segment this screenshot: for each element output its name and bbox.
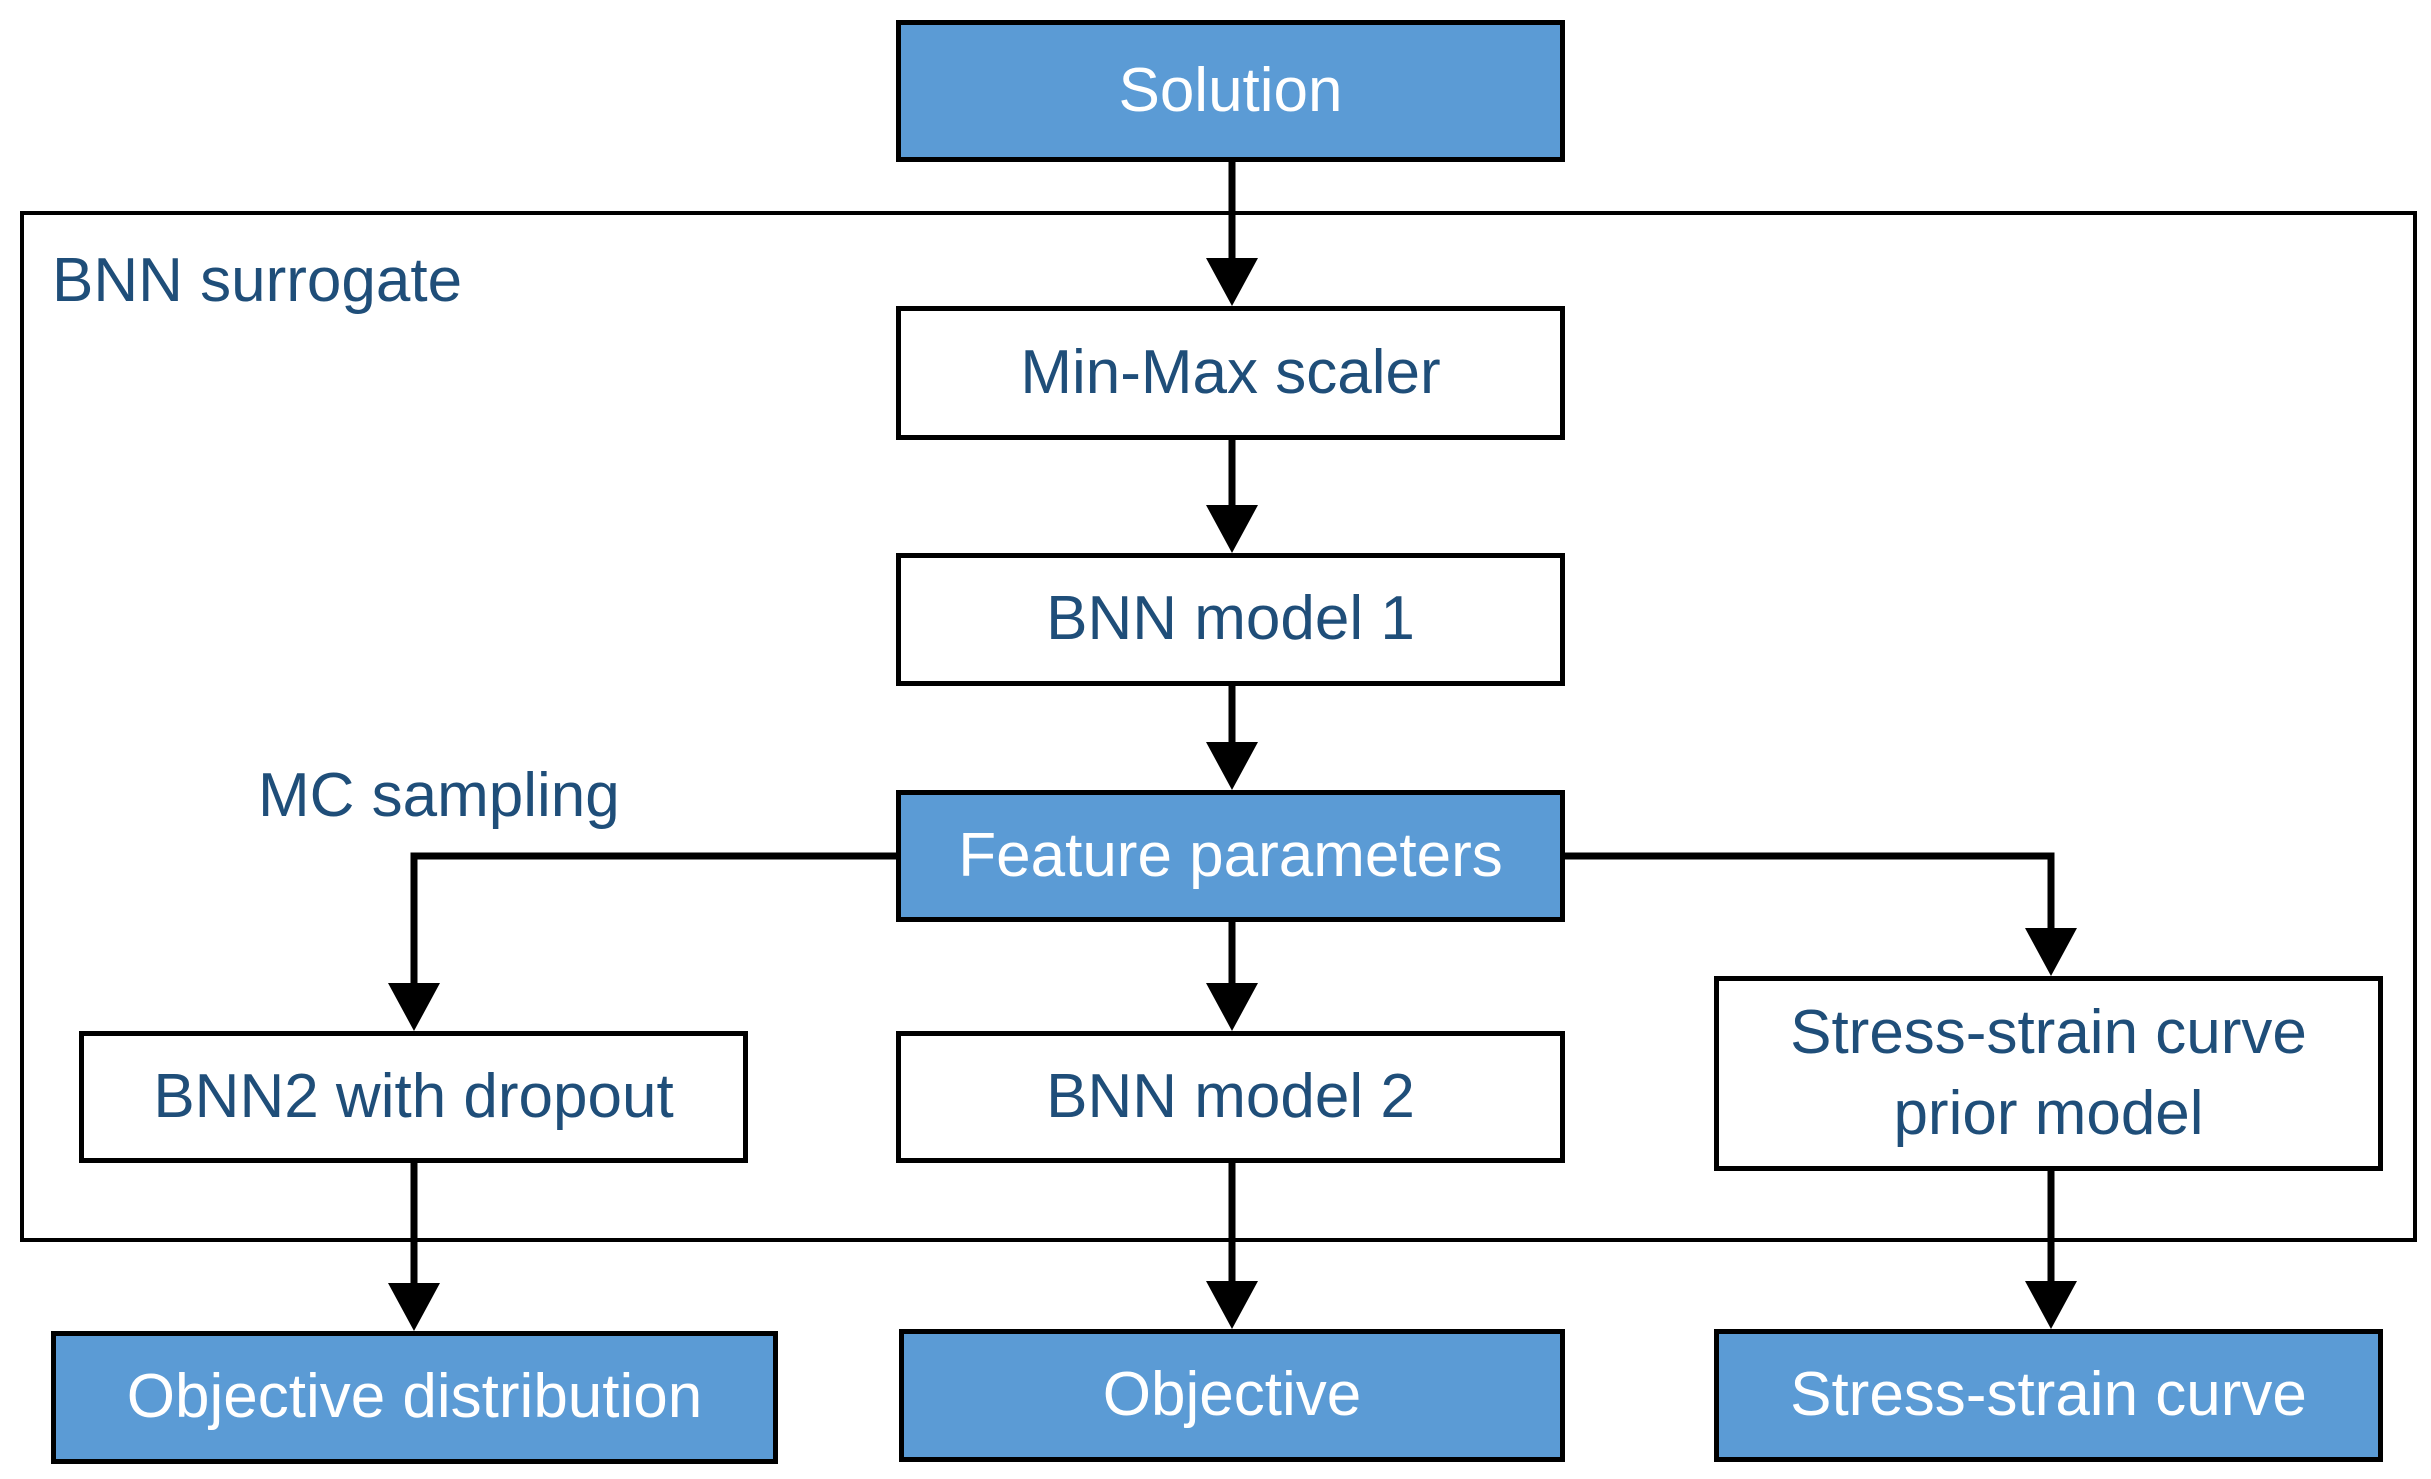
arrowhead-features-to-prior — [2025, 928, 2077, 976]
stress-strain-prior-node-label: Stress-strain curve prior model — [1790, 997, 2307, 1148]
bnn2-with-dropout-node: BNN2 with dropout — [79, 1031, 748, 1163]
solution-node: Solution — [896, 20, 1565, 162]
arrowhead-scaler-to-model1 — [1206, 505, 1258, 553]
bnn-model-2-node-label: BNN model 2 — [1046, 1061, 1415, 1131]
solution-node-label: Solution — [1118, 55, 1343, 125]
arrowhead-prior-to-curve — [2025, 1281, 2077, 1329]
stress-strain-curve-node-label: Stress-strain curve — [1790, 1360, 2307, 1430]
arrowhead-model2-to-objective — [1206, 1281, 1258, 1329]
branch-label: MC sampling — [258, 761, 620, 830]
arrowhead-model1-to-features — [1206, 742, 1258, 790]
feature-parameters-node-label: Feature parameters — [958, 820, 1503, 890]
arrowhead-features-to-model2 — [1206, 983, 1258, 1031]
bnn-surrogate-group — [20, 211, 2417, 1242]
group-label: BNN surrogate — [52, 246, 463, 315]
arrowhead-solution-to-scaler — [1206, 258, 1258, 306]
objective-distribution-node: Objective distribution — [51, 1331, 778, 1464]
objective-distribution-node-label: Objective distribution — [126, 1362, 703, 1432]
min-max-scaler-node: Min-Max scaler — [896, 306, 1565, 440]
objective-node: Objective — [899, 1329, 1565, 1462]
stress-strain-prior-node: Stress-strain curve prior model — [1714, 976, 2383, 1171]
arrowhead-dropout-to-objective-distribution — [388, 1283, 440, 1331]
arrowhead-features-to-dropout — [388, 983, 440, 1031]
bnn2-with-dropout-node-label: BNN2 with dropout — [153, 1061, 674, 1131]
stress-strain-curve-node: Stress-strain curve — [1714, 1329, 2383, 1462]
min-max-scaler-node-label: Min-Max scaler — [1020, 337, 1441, 407]
feature-parameters-node: Feature parameters — [896, 790, 1565, 922]
bnn-model-1-node-label: BNN model 1 — [1046, 584, 1415, 654]
bnn-model-2-node: BNN model 2 — [896, 1031, 1565, 1163]
objective-node-label: Objective — [1102, 1360, 1362, 1430]
arrow-features-to-dropout — [410, 852, 897, 983]
bnn-model-1-node: BNN model 1 — [896, 553, 1565, 686]
arrow-features-to-prior — [1565, 852, 2055, 928]
